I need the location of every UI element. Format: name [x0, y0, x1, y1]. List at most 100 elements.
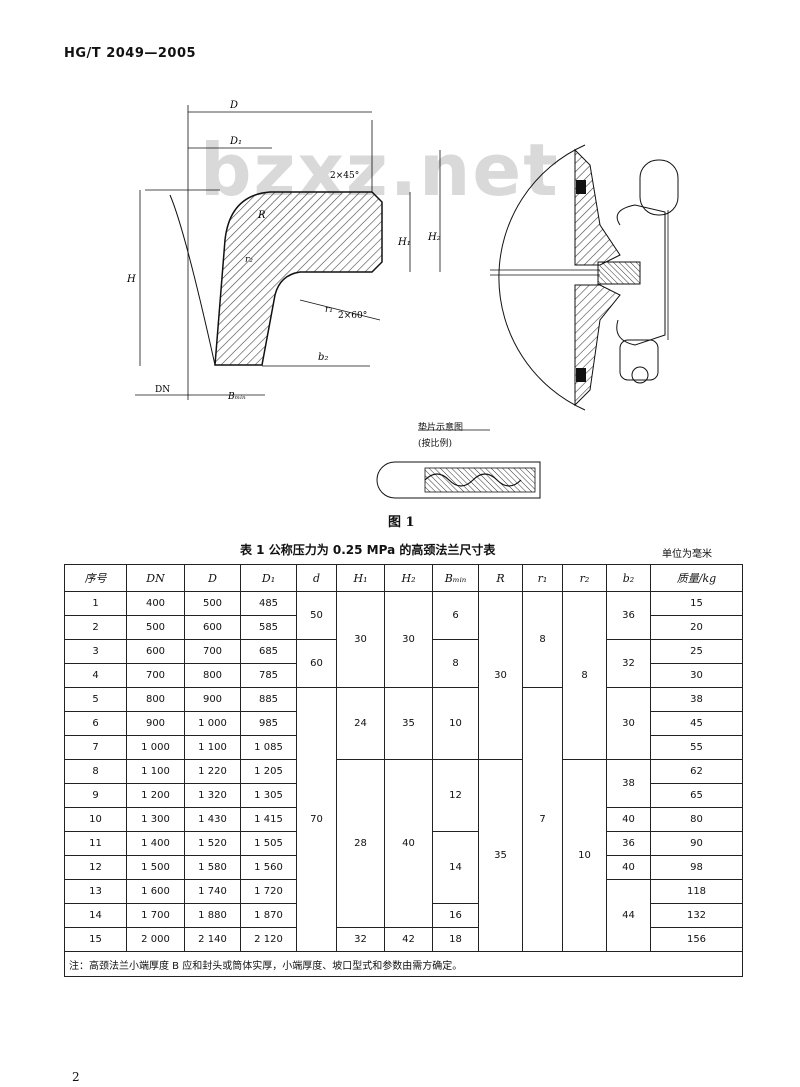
cell-seq: 14: [64, 903, 127, 928]
label-D1: D₁: [229, 136, 242, 147]
cell-mass: 156: [650, 927, 743, 952]
cell-mass: 55: [650, 735, 743, 760]
cell-mass: 90: [650, 831, 743, 856]
th-seq: 序号: [64, 564, 127, 592]
gasket-detail: [597, 261, 641, 285]
cell-r: 35: [478, 759, 523, 952]
table-caption: 表 1 公称压力为 0.25 MPa 的高颈法兰尺寸表: [240, 543, 496, 557]
lower-flange-detail: [574, 284, 621, 407]
flange-section: [214, 191, 383, 366]
cell-dn: 900: [126, 711, 185, 736]
cell-dn: 600: [126, 639, 185, 664]
cell-bmin: 18: [432, 927, 479, 952]
cell-seq: 13: [64, 879, 127, 904]
cell-mass: 45: [650, 711, 743, 736]
cell-mass: 62: [650, 759, 743, 784]
cell-h2: 40: [384, 759, 433, 928]
clamp-bolt: [639, 159, 679, 216]
cell-d-outer: 800: [184, 663, 241, 688]
table-row: 7 1 000 1 100 1 085 55: [64, 735, 743, 760]
cell-seq: 5: [64, 687, 127, 712]
cell-seq: 3: [64, 639, 127, 664]
pin-icon: [631, 366, 649, 384]
cell-d-outer: 1 740: [184, 879, 241, 904]
cell-d-outer: 600: [184, 615, 241, 640]
cell-h2: 30: [384, 591, 433, 688]
cell-d-outer: 700: [184, 639, 241, 664]
cell-d1: 1 560: [240, 855, 297, 880]
cell-d-outer: 1 320: [184, 783, 241, 808]
th-r2: r₂: [562, 564, 607, 592]
label-DN: DN: [155, 385, 170, 395]
cell-d1: 1 720: [240, 879, 297, 904]
cell-seq: 6: [64, 711, 127, 736]
page-number: 2: [72, 1070, 80, 1084]
cell-d1: 1 085: [240, 735, 297, 760]
cell-mass: 30: [650, 663, 743, 688]
shell-outline: [169, 194, 216, 366]
cell-dn: 1 700: [126, 903, 185, 928]
th-h2: H₂: [384, 564, 433, 592]
cell-seq: 12: [64, 855, 127, 880]
cell-mass: 25: [650, 639, 743, 664]
table-row: 12 1 500 1 580 1 560 40 98: [64, 855, 743, 880]
clamp-outline: [616, 204, 666, 346]
th-mass: 质量/kg: [650, 564, 743, 592]
cell-dn: 500: [126, 615, 185, 640]
cell-h2: 42: [384, 927, 433, 952]
label-H: H: [126, 274, 136, 285]
cell-seq: 1: [64, 591, 127, 616]
cell-dn: 1 300: [126, 807, 185, 832]
th-bmin: Bₘᵢₙ: [432, 564, 479, 592]
cell-d1: 1 205: [240, 759, 297, 784]
cell-d-bolt: 70: [296, 687, 337, 952]
cell-r2: 8: [562, 591, 607, 760]
cell-mass: 118: [650, 879, 743, 904]
table-row: 1 400 500 485 50 30 30 6 30 8 8 36 15: [64, 591, 743, 760]
label-b2: b₂: [318, 352, 328, 363]
cell-mass: 132: [650, 903, 743, 928]
cell-bmin: 12: [432, 759, 479, 832]
cell-dn: 700: [126, 663, 185, 688]
cell-bmin: 8: [432, 639, 479, 688]
cell-d1: 1 305: [240, 783, 297, 808]
cell-d-outer: 1 220: [184, 759, 241, 784]
th-dn: DN: [126, 564, 185, 592]
label-chamfer-bottom: 2×60°: [338, 311, 367, 321]
upper-flange-detail: [574, 148, 621, 266]
cell-dn: 1 000: [126, 735, 185, 760]
cell-d1: 2 120: [240, 927, 297, 952]
th-d1: D₁: [240, 564, 297, 592]
cell-d1: 785: [240, 663, 297, 688]
table-row: 11 1 400 1 520 1 505 14 36 90: [64, 831, 743, 904]
cell-b2: 38: [606, 759, 651, 808]
cell-d1: 1 870: [240, 903, 297, 928]
cell-seq: 9: [64, 783, 127, 808]
table-note: 注：高颈法兰小端厚度 B 应和封头或筒体实厚，小端厚度、坡口型式和参数由需方确定…: [64, 951, 743, 977]
gasket-legend-subtitle: (按比例): [418, 439, 453, 449]
cell-bmin: 16: [432, 903, 479, 928]
cell-seq: 2: [64, 615, 127, 640]
cell-h1: 28: [336, 759, 385, 928]
cell-seq: 10: [64, 807, 127, 832]
table-row: 10 1 300 1 430 1 415 40 80: [64, 807, 743, 832]
dimension-table: 序号 DN D D₁ d H₁ H₂ Bₘᵢₙ R r₁ r₂ b₂ 质量/kg…: [64, 564, 743, 977]
cell-dn: 1 200: [126, 783, 185, 808]
label-chamfer-top: 2×45°: [330, 171, 359, 181]
cell-bmin: 14: [432, 831, 479, 904]
th-d-bolt: d: [296, 564, 337, 592]
cell-d-outer: 2 140: [184, 927, 241, 952]
gasket-sketch: [376, 461, 541, 499]
cell-d-outer: 1 520: [184, 831, 241, 856]
cell-d-outer: 500: [184, 591, 241, 616]
label-D: D: [229, 100, 238, 111]
cell-b2: 40: [606, 807, 651, 832]
cell-mass: 80: [650, 807, 743, 832]
cell-r1: 7: [522, 687, 563, 952]
cell-d-outer: 1 430: [184, 807, 241, 832]
cell-seq: 7: [64, 735, 127, 760]
th-b2: b₂: [606, 564, 651, 592]
detail-arc: [498, 144, 586, 411]
cell-b2: 44: [606, 879, 651, 952]
th-r1: r₁: [522, 564, 563, 592]
